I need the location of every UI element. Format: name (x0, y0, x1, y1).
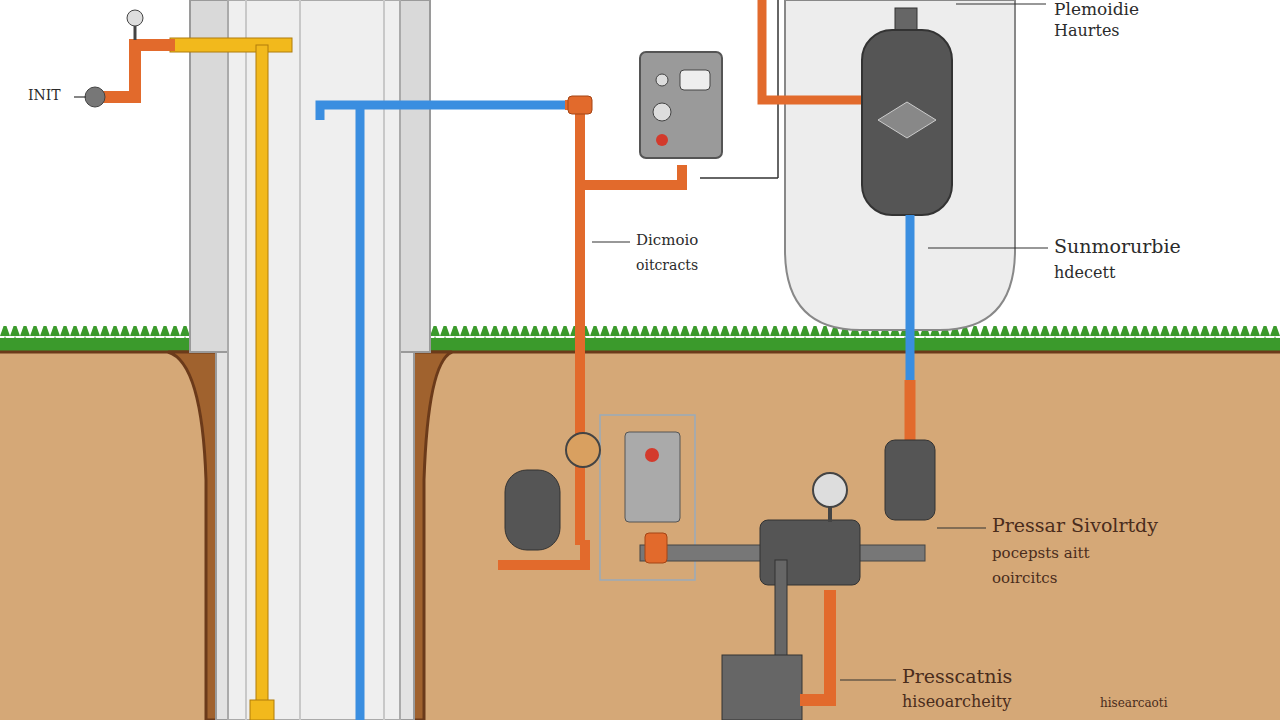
orange-pipe (565, 105, 580, 545)
submersible-pump (722, 655, 802, 720)
vessel-emblem (878, 102, 936, 138)
leader-line (74, 96, 86, 97)
orange-pipe (102, 45, 175, 97)
callout-label: Dicmoio (636, 232, 698, 249)
callout-label: hisearcaoti (1100, 697, 1167, 710)
orange-pipe (762, 0, 862, 100)
valve (85, 87, 105, 107)
pipe-elbow (568, 96, 592, 114)
indicator (645, 448, 659, 462)
pressure-gauge (813, 473, 847, 507)
leader-line (592, 241, 630, 242)
leader-line (840, 679, 896, 680)
orange-pipe (580, 165, 682, 185)
dial (656, 74, 668, 86)
control-box (640, 52, 722, 158)
pipe-fitting (250, 700, 274, 720)
drop-pipe (775, 560, 787, 660)
yellow-pipe (170, 38, 292, 52)
blue-pipe (906, 215, 915, 382)
callout-label: Sunmorurbie (1054, 236, 1181, 257)
wire (700, 177, 778, 179)
callout-label: Pressar Sivolrtdy (992, 515, 1158, 536)
gauge-stem (134, 26, 137, 40)
callout-label: Plemoidie (1054, 0, 1139, 19)
callout-label: oitcracts (636, 258, 698, 273)
callout-label: INIT (28, 88, 61, 103)
underground-control-box (625, 432, 680, 522)
small-tank (505, 470, 560, 550)
storage-tank (785, 0, 1015, 330)
callout-label: ooircitcs (992, 570, 1057, 587)
callout-label: pocepsts aitt (992, 545, 1090, 562)
display (680, 70, 710, 90)
orange-pipe (800, 590, 830, 700)
leader-line (956, 3, 1046, 4)
gauge (127, 10, 143, 26)
callout-label: hiseoarcheity (902, 693, 1011, 711)
callout-label: Haurtes (1054, 22, 1120, 40)
pipe-elbow (645, 533, 667, 563)
leader-line (928, 247, 1048, 248)
callout-label: Presscatnis (902, 666, 1012, 687)
soil (0, 350, 1280, 720)
casing-band (245, 0, 247, 720)
indicator (656, 134, 668, 146)
blue-pipe (356, 105, 365, 720)
yellow-pipe (256, 45, 268, 705)
leader-line (937, 527, 986, 528)
callout-label: hdecett (1054, 264, 1115, 282)
pipe-filter (885, 440, 935, 520)
casing-band (299, 0, 301, 720)
orange-pipe (498, 540, 585, 565)
gauge-stem (828, 507, 832, 522)
wire (777, 0, 779, 178)
orange-pipe (905, 380, 916, 442)
valve-symbol (566, 433, 600, 467)
pressure-vessel (862, 30, 952, 215)
dial (653, 103, 671, 121)
